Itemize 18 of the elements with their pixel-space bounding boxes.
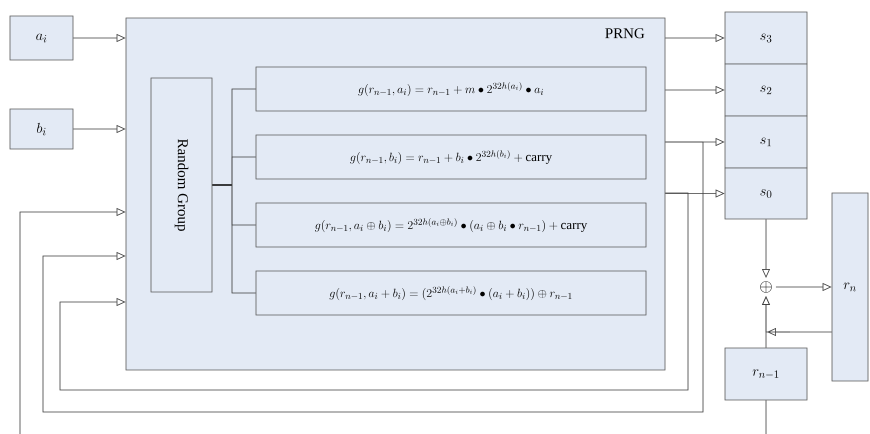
formula-box: $g(r_{n-1},b_i)=r_{n-1}+b_i \bullet 2^{32h(b_i)}+\mathrm{carry}$ bbox=[256, 134, 646, 180]
input-box: $b_i$ bbox=[10, 108, 74, 150]
formula-box: $g(r_{n-1},a_i+b_i)=(2^{32h(a_i+b_i)} \bullet (a_i+b_i)) \oplus r_{n-1}$ bbox=[256, 270, 646, 316]
input-box: $a_i$ bbox=[10, 16, 74, 60]
branch-line bbox=[212, 184, 256, 294]
register-box: $s_0$ bbox=[724, 168, 808, 220]
register-box: $s_3$ bbox=[724, 12, 808, 64]
formula-box: $g(r_{n-1},a_i \oplus b_i)=2^{32h(a_i \oplus b_i)} \bullet (a_i \oplus b_i \bullet r_{n-1})+\mathrm{carry}$ bbox=[256, 202, 646, 248]
register-box: $s_1$ bbox=[724, 116, 808, 168]
register-box: $r_{n-1}$ bbox=[724, 348, 808, 400]
random-group-box: Random Group bbox=[150, 78, 212, 292]
register-box: $s_2$ bbox=[724, 64, 808, 116]
xor-symbol: $\oplus$ bbox=[760, 281, 772, 293]
formula-box: $g(r_{n-1},a_i)=r_{n-1}+m \bullet 2^{32h(a_i)} \bullet a_i$ bbox=[256, 66, 646, 112]
output-box: $r_n$ bbox=[832, 192, 868, 382]
branch-trunk bbox=[212, 184, 232, 186]
arrow bbox=[42, 142, 704, 412]
arrow bbox=[60, 192, 688, 390]
